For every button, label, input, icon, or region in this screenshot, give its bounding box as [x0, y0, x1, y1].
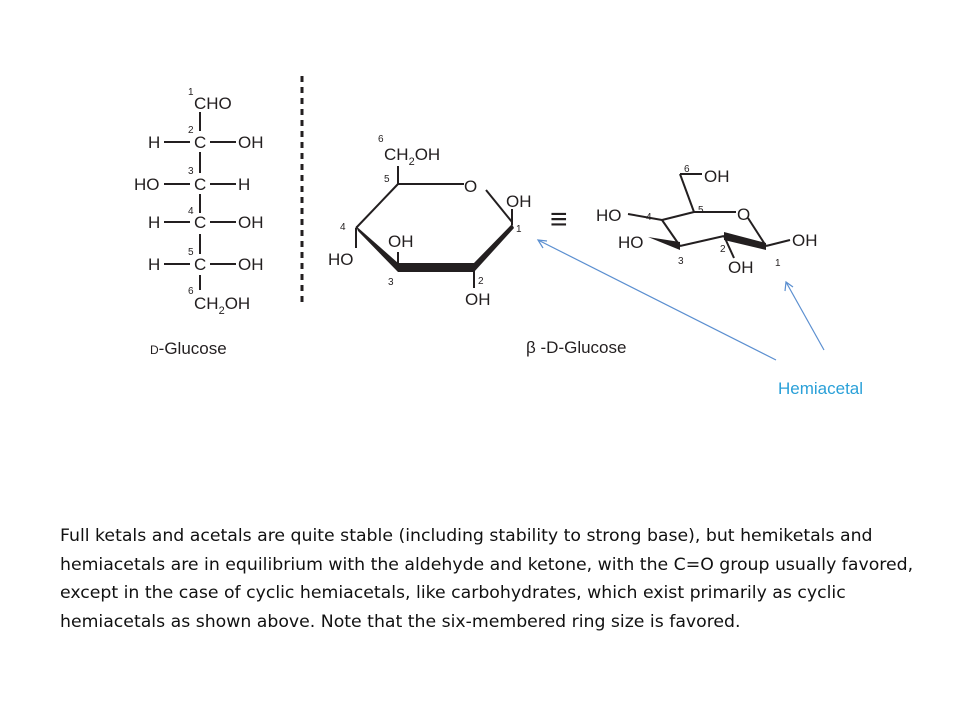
bond	[747, 217, 767, 247]
ring-oxygen: O	[464, 177, 477, 196]
anomeric-hydroxyl: OH	[506, 192, 532, 211]
explanation-text: Full ketals and acetals are quite stable…	[60, 526, 914, 632]
haworth-caption: β -D-Glucose	[526, 338, 626, 357]
carbon-number: 6	[378, 134, 384, 145]
arrow-head	[536, 239, 548, 249]
carbon: C	[194, 175, 206, 194]
bond	[627, 213, 663, 221]
carbon-number: 3	[388, 277, 394, 288]
hydroxyl: HO	[328, 250, 354, 269]
carbon-number: 5	[384, 174, 390, 185]
aldehyde-group: CHO	[194, 94, 232, 113]
hydrogen: H	[148, 255, 160, 274]
arrow-head	[784, 280, 794, 292]
bond	[765, 239, 791, 247]
arrow-line	[537, 239, 777, 361]
arrow-line	[785, 281, 825, 351]
carbon-number: 4	[340, 222, 346, 233]
bond	[679, 235, 725, 247]
hydroxyl: OH	[238, 255, 264, 274]
wedge-bond	[648, 237, 680, 250]
hydroxyl: HO	[596, 206, 622, 225]
carbon-number: 4	[646, 212, 652, 223]
carbon-number: 2	[720, 244, 726, 255]
bold-bond	[724, 232, 766, 250]
haworth-projection: 6 CH2OH 5 O OH 1 4 OH HO 3 2 OH β -D-Glu…	[328, 134, 626, 357]
hydroxyl: OH	[465, 290, 491, 309]
fischer-projection	[164, 112, 236, 290]
carbon-number: 1	[516, 224, 522, 235]
bold-bond	[398, 263, 474, 272]
hydroxyl: OH	[704, 167, 730, 186]
chair-conformation: HO HO 4 6 OH 5 O 2 3 OH OH 1	[596, 164, 818, 277]
fischer-caption: D-Glucose	[150, 339, 227, 358]
bond	[679, 173, 695, 213]
carbon-number: 2	[188, 125, 194, 136]
carbon-number: 1	[775, 258, 781, 269]
ring-oxygen: O	[737, 205, 750, 224]
bond	[355, 183, 399, 229]
hydroxyl: OH	[388, 232, 414, 251]
hydroxymethyl-group: CH2OH	[384, 145, 440, 168]
bond	[661, 211, 695, 221]
carbon-number: 4	[188, 206, 194, 217]
carbon: C	[194, 133, 206, 152]
fischer-labels: 1 CHO 2 H C OH 3 HO C H 4 H C OH 5 H C O…	[134, 87, 264, 358]
carbon-number: 6	[188, 286, 194, 297]
hydrogen: H	[238, 175, 250, 194]
carbon: C	[194, 213, 206, 232]
hemiacetal-annotation	[536, 239, 825, 361]
wedge-bond	[356, 226, 398, 272]
carbon-number: 3	[678, 256, 684, 267]
equivalence-symbol: ≡	[550, 203, 568, 236]
hydroxyl: OH	[238, 133, 264, 152]
hydrogen: H	[148, 213, 160, 232]
wedge-bond	[474, 224, 514, 272]
hydroxyl: OH	[728, 258, 754, 277]
carbon-number: 5	[698, 205, 704, 216]
bond	[485, 189, 513, 223]
anomeric-hydroxyl: OH	[792, 231, 818, 250]
carbon-number: 2	[478, 276, 484, 287]
carbon-number: 5	[188, 247, 194, 258]
hydroxyl: HO	[134, 175, 160, 194]
carbon-number: 6	[684, 164, 690, 175]
hydroxyl: OH	[238, 213, 264, 232]
hydrogen: H	[148, 133, 160, 152]
carbon-number: 3	[188, 166, 194, 177]
carbon: C	[194, 255, 206, 274]
hydroxyl: HO	[618, 233, 644, 252]
carbon-number: 1	[188, 87, 194, 98]
hydroxymethyl-group: CH2OH	[194, 294, 250, 317]
hemiacetal-label: Hemiacetal	[778, 379, 863, 398]
